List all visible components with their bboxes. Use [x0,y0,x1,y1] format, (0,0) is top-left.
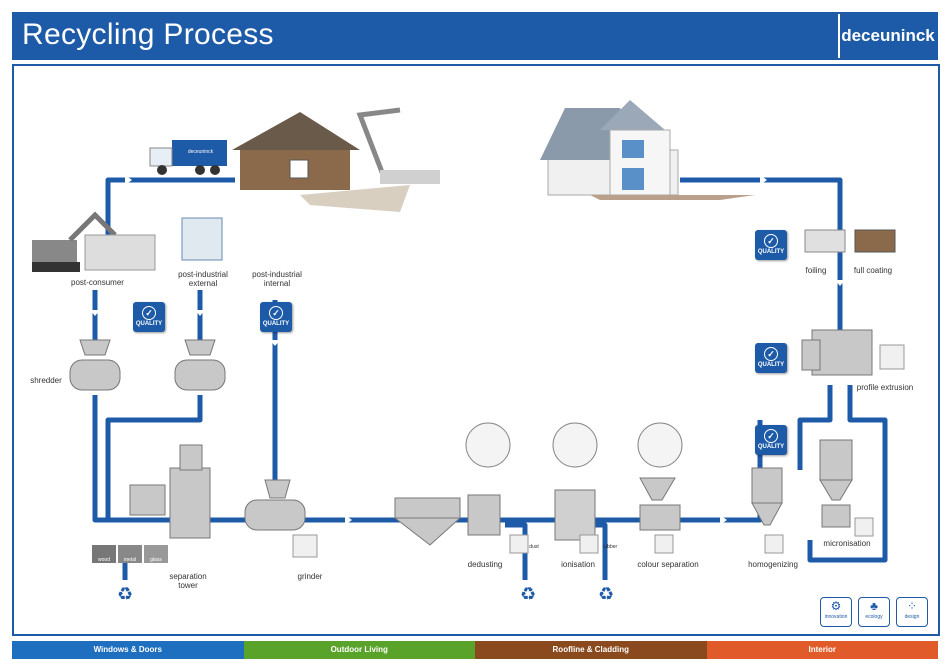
label-dedusting: dedusting [467,560,503,569]
homogenizer [751,467,783,526]
colour-separation-detail-circle [637,422,683,468]
label-micronisation: micronisation [823,539,871,548]
recycle-icon: ♻ [520,584,537,604]
excavator-illustration [32,211,156,272]
sorted-bins [92,545,168,563]
shredder-machines [69,339,306,531]
label-glass: glass [150,557,162,563]
new-house-illustration [540,100,755,200]
check-icon: ✓ [269,306,283,320]
header-bar: Recycling Process deceuninck [12,12,938,60]
label-homogenizing: homogenizing [748,560,798,569]
quality-label: QUALITY [262,321,290,327]
quality-label: QUALITY [757,249,785,255]
ionisation-detail-circle [552,422,598,468]
pipe-micronisation-loop [807,385,888,563]
separation-tower-illustration [129,444,211,539]
profile-samples [804,229,896,253]
design-icon: ⁘ [906,599,918,613]
footer-windows-doors[interactable]: Windows & Doors [12,641,244,659]
label-metal: metal [123,557,137,563]
badge-label: design [904,614,920,620]
label-post-industrial-internal: post-industrial internal [252,270,302,288]
brand-logo: deceuninck [838,14,936,58]
label-full-coating: full coating [853,266,893,275]
pipe-shredder2 [105,395,203,520]
quality-badge-2: ✓QUALITY [260,302,292,332]
badge-label: ecology [865,614,883,620]
label-ionisation: ionisation [561,560,595,569]
footer-bar: Windows & Doors Outdoor Living Roofline … [12,641,938,659]
quality-label: QUALITY [757,362,785,368]
footer-outdoor-living[interactable]: Outdoor Living [243,641,475,659]
extruder-machine [801,329,873,376]
quality-badge-3: ✓QUALITY [755,230,787,260]
demolished-house-illustration [232,107,440,212]
check-icon: ✓ [764,234,778,248]
label-rubber: rubber [602,544,618,550]
label-dust: dust [529,544,539,550]
badge-innovation: ⚙innovation [820,597,852,627]
pipe-dust-out [505,522,528,580]
label-grinder: grinder [297,572,323,581]
recycle-icon: ♻ [117,584,134,604]
ionisation-machine [554,489,596,541]
label-colour-separation: colour separation [637,560,699,569]
colour-separation-machine [639,477,681,531]
dedusting-detail-circle [465,422,511,468]
check-icon: ✓ [764,429,778,443]
label-post-consumer: post-consumer [71,278,124,287]
pipe-rubber-out [595,522,608,580]
dedusting-silo [393,494,501,546]
ecology-icon: ♣ [870,599,878,613]
label-shredder: shredder [30,376,62,385]
badge-ecology: ♣ecology [858,597,890,627]
truck-illustration [149,140,227,175]
badge-label: innovation [824,614,848,620]
badge-design: ⁘design [896,597,928,627]
quality-label: QUALITY [135,321,163,327]
label-profile-extrusion: profile extrusion [856,383,914,392]
label-separation-tower: separation tower [169,572,207,590]
label-post-industrial-external: post-industrial external [178,270,228,288]
innovation-icon: ⚙ [830,599,842,613]
pipe-top-left [105,177,235,260]
micronisation-machine [819,439,853,528]
big-bags [292,344,905,558]
check-icon: ✓ [142,306,156,320]
footer-roofline-cladding[interactable]: Roofline & Cladding [475,641,707,659]
quality-badge-1: ✓QUALITY [133,302,165,332]
recycle-icon: ♻ [598,584,615,604]
pipe-extrusion-down [797,385,833,470]
footer-interior[interactable]: Interior [706,641,938,659]
quality-badge-5: ✓QUALITY [755,425,787,455]
quality-badge-4: ✓QUALITY [755,343,787,373]
page-title: Recycling Process [22,18,274,51]
truck-text: deceuninck [187,149,214,155]
quality-label: QUALITY [757,444,785,450]
label-wood: wood [98,557,110,563]
label-foiling: foiling [805,266,827,275]
window-scrap-illustration [181,217,223,261]
check-icon: ✓ [764,347,778,361]
